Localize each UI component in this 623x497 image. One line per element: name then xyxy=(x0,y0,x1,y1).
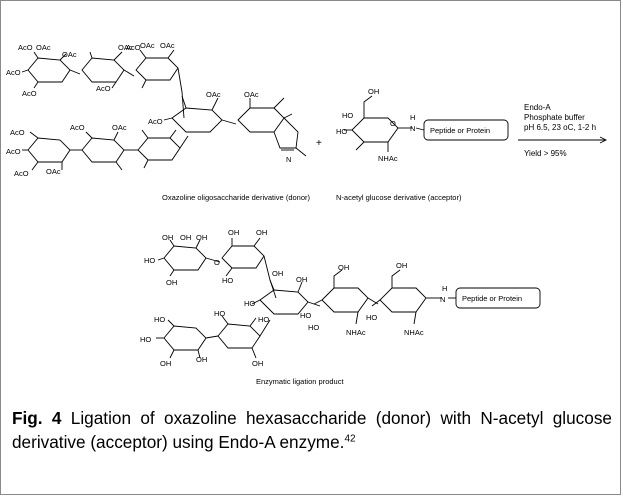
condition-buffer: Phosphate buffer xyxy=(524,113,585,122)
product-sub: HO xyxy=(308,323,319,332)
product-sub: OH xyxy=(256,228,267,237)
acceptor-sub: H xyxy=(410,113,415,122)
product-sub: H xyxy=(442,284,447,293)
donor-sub: N xyxy=(286,155,291,164)
caption-text: Ligation of oxazoline hexasaccharide (do… xyxy=(12,408,612,452)
product-sub: N xyxy=(440,295,445,304)
acceptor-substituents: OH HO HO O H N NHAc xyxy=(336,87,415,163)
reaction-conditions: Endo-A Phosphate buffer pH 6.5, 23 oC, 1… xyxy=(524,103,596,158)
donor-sub: AcO xyxy=(96,84,111,93)
donor-label: Oxazoline oligosaccharide derivative (do… xyxy=(162,193,310,202)
donor-sub: OAc xyxy=(46,167,61,176)
product-sub: OH xyxy=(162,233,173,242)
donor-sub: OAc xyxy=(118,43,133,52)
product-sub: O xyxy=(214,258,220,267)
donor-sub: AcO xyxy=(6,68,21,77)
reaction-scheme: AcO OAc AcO OAc AcO AcO OAc AcO OAc OAc … xyxy=(6,41,608,386)
acceptor-sub: HO xyxy=(336,127,347,136)
donor-sub: OAc xyxy=(206,90,221,99)
donor-sub: AcO xyxy=(10,128,25,137)
product-sub: HO xyxy=(366,313,377,322)
donor-substituents: AcO OAc AcO OAc AcO AcO OAc AcO OAc OAc … xyxy=(6,41,291,178)
donor-sub: AcO xyxy=(14,169,29,178)
donor-sub: AcO xyxy=(22,89,37,98)
product-sub: OH xyxy=(272,269,283,278)
product-substituents: OH OH OH HO OH HO OH O OH HO HO OH HO OH… xyxy=(140,228,447,368)
donor-sub: AcO xyxy=(126,43,141,52)
product-sub: OH xyxy=(228,228,239,237)
acceptor-sub: O xyxy=(390,119,396,128)
product-sub: HO xyxy=(144,256,155,265)
product-sub: OH xyxy=(296,275,307,284)
donor-sub: AcO xyxy=(6,147,21,156)
product-sub: HO xyxy=(300,311,311,320)
donor-sub: OAc xyxy=(62,50,77,59)
product-sub: NHAc xyxy=(346,328,366,337)
donor-sub: OAc xyxy=(244,90,259,99)
product-box-label: Peptide or Protein xyxy=(462,294,522,303)
product-sub: OH xyxy=(396,261,407,270)
acceptor-box-label: Peptide or Protein xyxy=(430,126,490,135)
product-sub: HO xyxy=(222,276,233,285)
donor-sub: AcO xyxy=(18,43,33,52)
product-sub: OH xyxy=(160,359,171,368)
product-sub: OH xyxy=(196,355,207,364)
product-sub: OH xyxy=(196,233,207,242)
product-sub: HO xyxy=(154,315,165,324)
product-sub: OH xyxy=(180,233,191,242)
donor-sub: OAc xyxy=(36,43,51,52)
product-sub: HO xyxy=(140,335,151,344)
reference-number: 42 xyxy=(344,433,356,445)
acceptor-sub: N xyxy=(410,124,415,133)
product-sub: OH xyxy=(166,278,177,287)
condition-ph: pH 6.5, 23 oC, 1-2 h xyxy=(524,123,596,132)
donor-sub: AcO xyxy=(148,117,163,126)
acceptor-sub: HO xyxy=(342,111,353,120)
product-sub: NHAc xyxy=(404,328,424,337)
donor-sub: OAc xyxy=(140,41,155,50)
product-sub: OH xyxy=(338,263,349,272)
acceptor-sub: OH xyxy=(368,87,379,96)
figure-label: Fig. 4 xyxy=(12,408,62,428)
acceptor-label: N-acetyl glucose derivative (acceptor) xyxy=(336,193,462,202)
acceptor-sub: NHAc xyxy=(378,154,398,163)
product-sub: HO xyxy=(258,315,269,324)
donor-sub: AcO xyxy=(70,123,85,132)
product-sub: HO xyxy=(244,299,255,308)
donor-sub: OAc xyxy=(112,123,127,132)
product-label: Enzymatic ligation product xyxy=(256,377,344,386)
condition-yield: Yield > 95% xyxy=(524,149,567,158)
figure-caption: Fig. 4 Ligation of oxazoline hexasacchar… xyxy=(12,406,612,454)
condition-enzyme: Endo-A xyxy=(524,103,551,112)
product-sub: HO xyxy=(214,309,225,318)
plus-sign: + xyxy=(316,138,322,149)
donor-sub: OAc xyxy=(160,41,175,50)
bonds xyxy=(21,49,608,359)
product-sub: OH xyxy=(252,359,263,368)
